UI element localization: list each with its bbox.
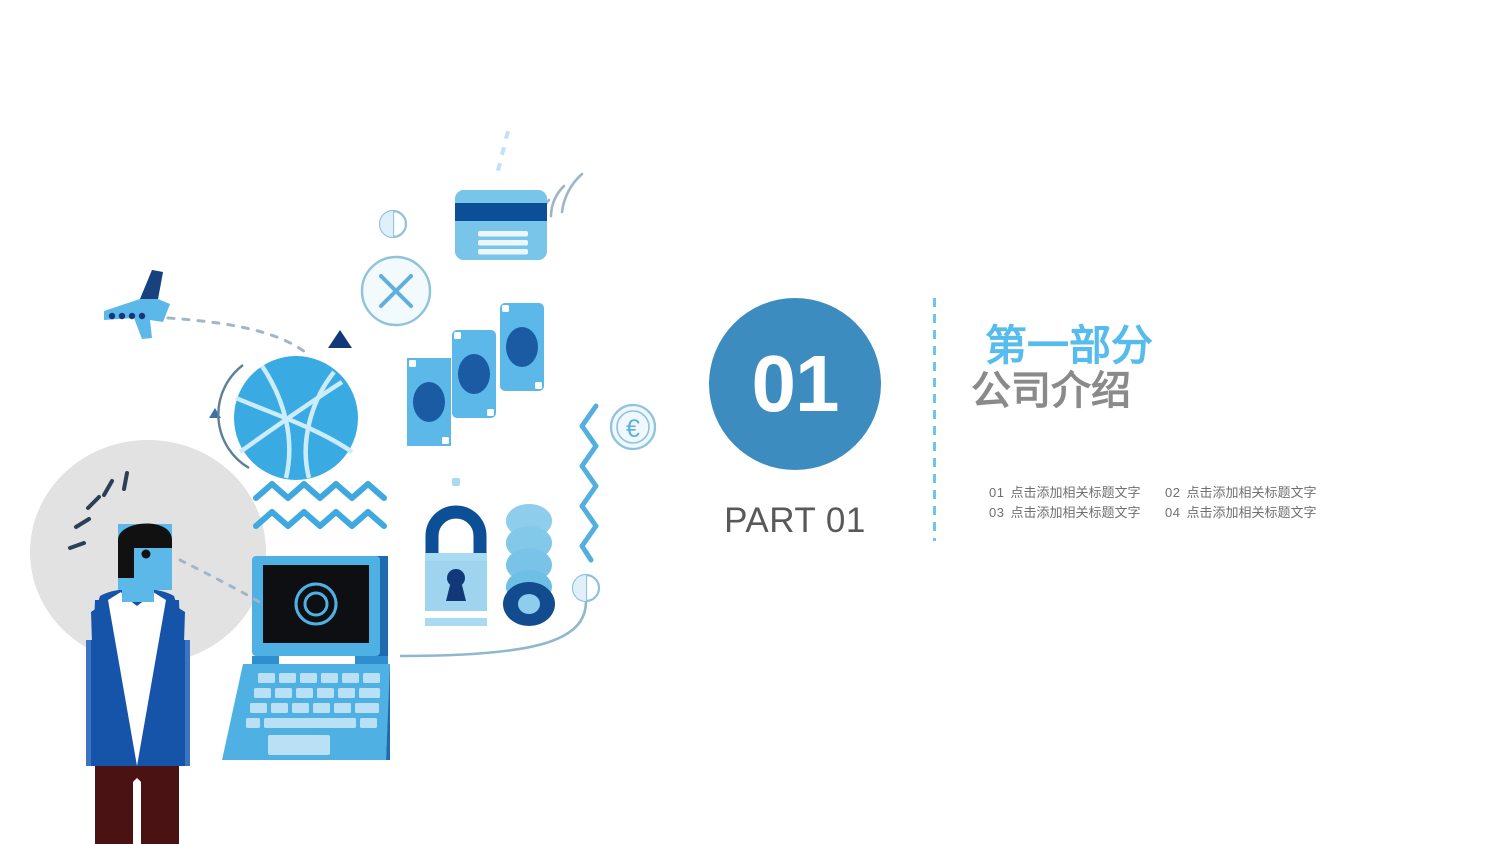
credit-card-icon <box>455 190 547 260</box>
half-circle-pin-icon-top <box>378 209 408 239</box>
bullet-text: 点击添加相关标题文字 <box>1010 505 1141 521</box>
illustration-panel: € <box>0 0 700 844</box>
bullet-number: 02 <box>1165 485 1181 500</box>
svg-text:€: € <box>626 415 640 443</box>
bullet-text: 点击添加相关标题文字 <box>1186 485 1317 500</box>
part-label-text: PART 01 <box>724 501 866 540</box>
basketball-icon <box>217 356 358 480</box>
bullet-text: 点击添加相关标题文字 <box>1186 505 1317 521</box>
part-number-text: 01 <box>751 339 840 428</box>
padlock-icon <box>425 505 487 626</box>
x-circle-icon <box>360 255 432 327</box>
bullet-number: 01 <box>989 485 1005 500</box>
small-square-dot <box>452 478 460 486</box>
wifi-signal-arcs <box>539 172 584 221</box>
section-title-sub: 公司介绍 <box>971 368 1131 413</box>
airplane-icon <box>104 270 170 339</box>
part-number-block: 01 PART 01 <box>700 298 890 548</box>
curved-connector-line <box>399 600 588 658</box>
bullet-number: 03 <box>989 505 1005 521</box>
half-circle-pin-icon-bottom <box>571 573 601 603</box>
bullet-number: 04 <box>1165 505 1181 521</box>
businessman-figure <box>86 523 190 844</box>
list-item[interactable]: 03 点击添加相关标题文字 <box>989 505 1165 521</box>
vertical-dashed-divider <box>933 298 936 541</box>
dotted-sight-line <box>178 558 268 608</box>
dotted-flight-path <box>166 316 312 358</box>
idea-rays-icon <box>68 471 129 550</box>
part-number-circle: 01 <box>709 298 881 470</box>
euro-coin-icon: € <box>609 403 657 451</box>
list-item[interactable]: 04 点击添加相关标题文字 <box>1165 505 1341 521</box>
gear-icon <box>294 582 338 626</box>
list-item[interactable]: 02 点击添加相关标题文字 <box>1165 485 1341 501</box>
section-title-main: 第一部分 <box>985 322 1154 369</box>
coin-stack-icon <box>503 504 555 626</box>
zigzag-wave-lines <box>253 481 387 529</box>
heading-block: 第一部分 公司介绍 <box>971 322 1391 413</box>
laptop-with-gear-screen <box>222 556 390 760</box>
bullet-list: 01 点击添加相关标题文字 02 点击添加相关标题文字 03 点击添加相关标题文字 0… <box>989 485 1349 522</box>
small-dots-decoration <box>495 130 511 172</box>
bullet-text: 点击添加相关标题文字 <box>1010 485 1141 500</box>
zigzag-vertical-line <box>579 403 599 563</box>
banknote-icons <box>407 303 544 446</box>
list-item[interactable]: 01 点击添加相关标题文字 <box>989 485 1165 501</box>
